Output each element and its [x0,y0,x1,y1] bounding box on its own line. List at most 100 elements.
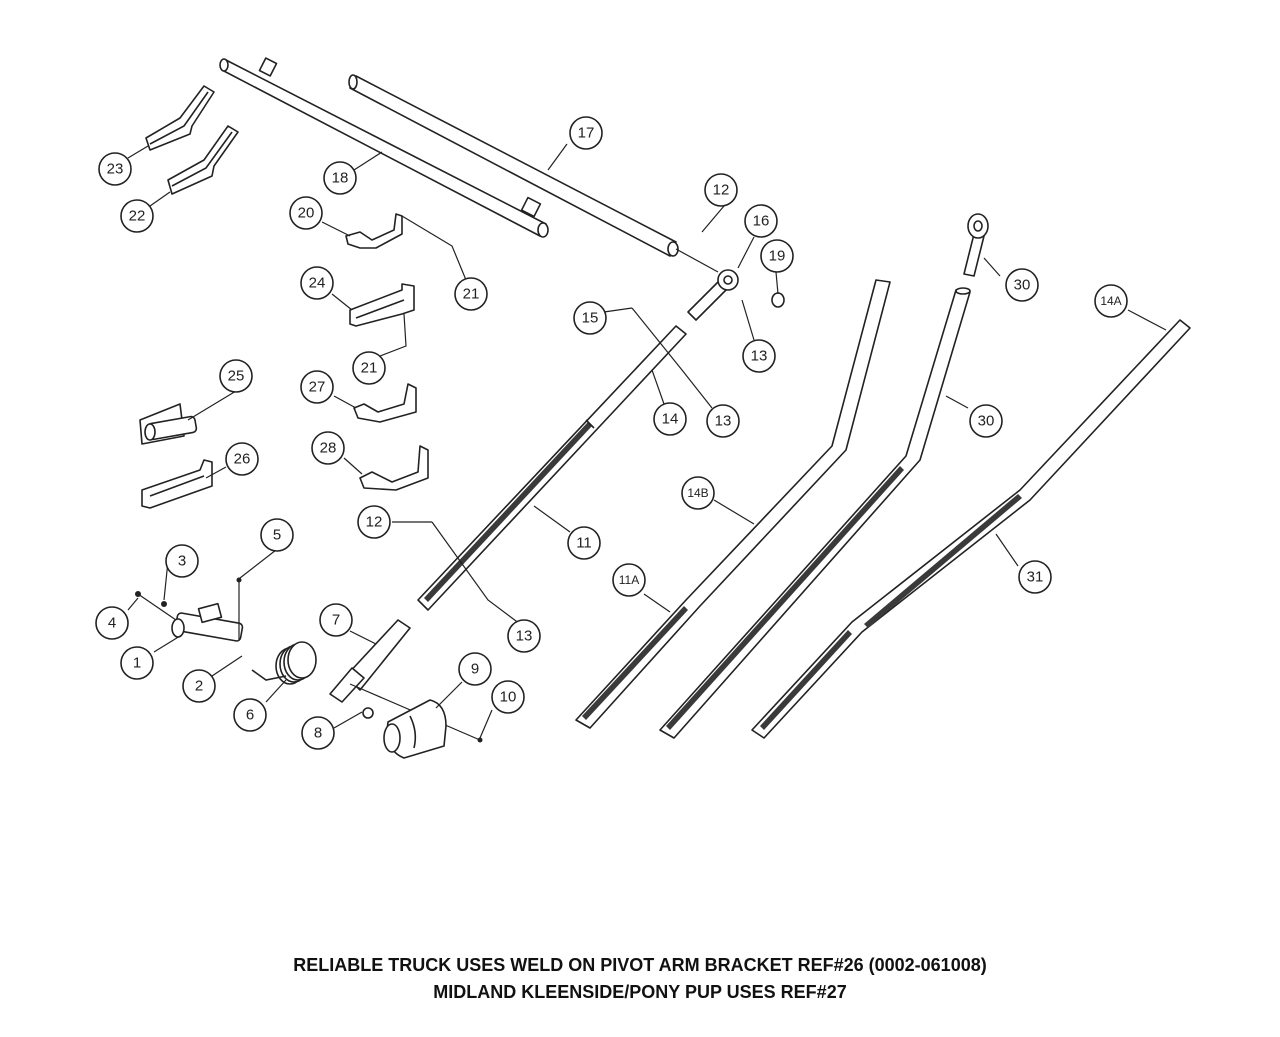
callout-14: 14 [653,402,687,436]
part-28-bracket [359,445,429,491]
callout-19: 19 [760,239,794,273]
svg-text:7: 7 [332,612,340,629]
callout-25: 25 [219,359,253,393]
leader-lines [127,143,1167,739]
callout-22: 22 [120,199,154,233]
part-20-bracket [345,213,403,249]
svg-text:13: 13 [751,348,768,365]
callout-14a: 14A [1094,284,1128,318]
part-27-bracket [353,383,417,423]
callout-27: 27 [300,370,334,404]
callout-20: 20 [289,196,323,230]
svg-text:25: 25 [228,368,245,385]
part-30-end [963,213,989,277]
callout-13-mid: 13 [706,404,740,438]
callout-11a: 11A [612,563,646,597]
part-11-14-arm [417,275,733,611]
callout-30-arm: 30 [969,404,1003,438]
svg-text:15: 15 [582,310,599,327]
svg-text:27: 27 [309,379,326,396]
svg-text:18: 18 [332,170,349,187]
svg-text:11: 11 [576,535,592,552]
callout-12-upper: 12 [704,173,738,207]
part-19-cap [771,292,785,308]
part-25-mount [139,403,198,445]
svg-text:16: 16 [753,213,770,230]
part-24-bracket [349,283,415,327]
svg-text:12: 12 [713,182,730,199]
callout-17: 17 [569,116,603,150]
svg-text:1: 1 [133,655,141,672]
callout-11: 11 [567,526,601,560]
part-5-pin [236,577,242,640]
svg-text:12: 12 [366,514,383,531]
svg-text:23: 23 [107,161,124,178]
parts-1-4-pivot-assembly [135,591,244,642]
callout-6: 6 [233,698,267,732]
part-31-14a-arm [751,319,1191,739]
svg-text:19: 19 [769,248,786,265]
callout-12-lower: 12 [357,505,391,539]
callout-3: 3 [165,544,199,578]
svg-text:31: 31 [1027,569,1044,586]
svg-text:24: 24 [309,275,326,292]
svg-text:8: 8 [314,725,322,742]
callout-15: 15 [573,301,607,335]
callout-14b: 14B [681,476,715,510]
note-reliable-truck: RELIABLE TRUCK USES WELD ON PIVOT ARM BR… [293,955,987,975]
callout-5: 5 [260,518,294,552]
svg-text:30: 30 [1014,277,1031,294]
callout-21-lower: 21 [352,351,386,385]
callout-2: 2 [182,669,216,703]
svg-text:11A: 11A [619,573,639,587]
callout-16: 16 [744,204,778,238]
svg-text:13: 13 [516,628,533,645]
svg-text:14: 14 [662,411,679,428]
callout-28: 28 [311,431,345,465]
part-17-tube [348,74,719,273]
callout-1: 1 [120,646,154,680]
svg-text:21: 21 [361,360,378,377]
svg-text:30: 30 [978,413,995,430]
svg-text:17: 17 [578,125,595,142]
svg-text:4: 4 [108,615,116,632]
callout-8: 8 [301,716,335,750]
callout-4: 4 [95,606,129,640]
svg-text:20: 20 [298,205,315,222]
part-16-hub [717,269,739,291]
callout-31: 31 [1018,560,1052,594]
part-23-bracket [145,85,215,151]
part-18-tube [219,57,549,238]
part-6-spring [251,641,317,685]
svg-text:5: 5 [273,527,281,544]
svg-text:3: 3 [178,553,186,570]
svg-text:6: 6 [246,707,254,724]
svg-text:13: 13 [715,413,732,430]
svg-text:2: 2 [195,678,203,695]
note-midland-kleenside: MIDLAND KLEENSIDE/PONY PUP USES REF#27 [433,982,847,1002]
callout-21-upper: 21 [454,277,488,311]
svg-text:14B: 14B [687,486,708,500]
callout-26: 26 [225,442,259,476]
callout-13-lower: 13 [507,619,541,653]
part-26-weld-on-bracket [141,459,213,509]
part-30-arm [659,287,971,739]
callout-7: 7 [319,603,353,637]
callout-30-end: 30 [1005,268,1039,302]
svg-text:28: 28 [320,440,337,457]
svg-text:10: 10 [500,689,517,706]
callout-13-upper: 13 [742,339,776,373]
part-22-bracket [167,125,239,195]
svg-text:9: 9 [471,661,479,678]
svg-text:22: 22 [129,208,146,225]
callout-18: 18 [323,161,357,195]
svg-text:21: 21 [463,286,480,303]
callout-24: 24 [300,266,334,300]
part-9-housing [383,699,447,759]
svg-text:14A: 14A [1100,294,1121,308]
callout-10: 10 [491,680,525,714]
callout-9: 9 [458,652,492,686]
callout-23: 23 [98,152,132,186]
part-8-pin [362,707,374,719]
